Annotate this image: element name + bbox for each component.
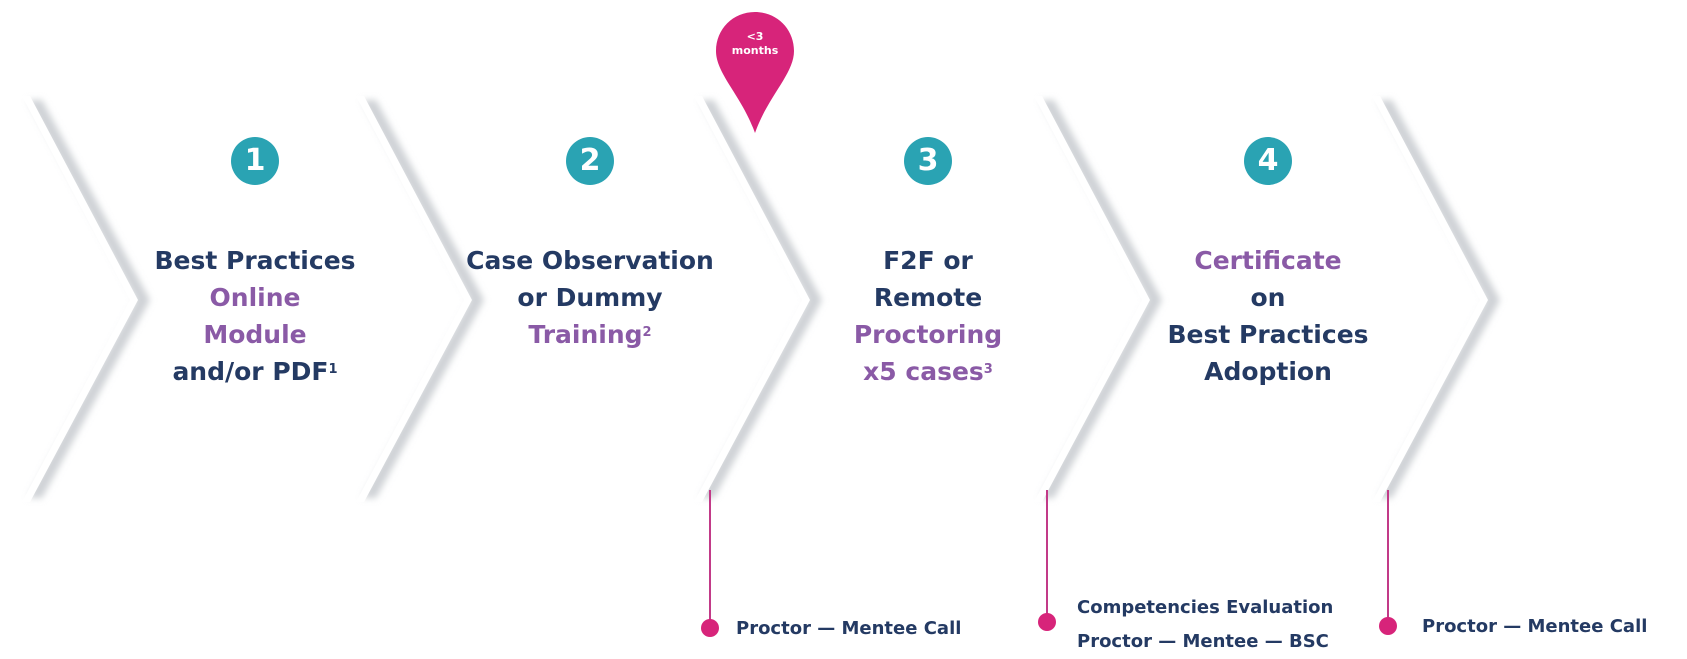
step-3-line-2: Remote	[778, 279, 1078, 316]
step-4-line-3: Best Practices	[1118, 316, 1418, 353]
step-1-line-3: Module	[105, 316, 405, 353]
checkpoint-3-line-1: Proctor — Mentee Call	[1422, 616, 1648, 637]
checkpoint-3-dot	[1379, 617, 1397, 635]
step-2-line-2: or Dummy	[440, 279, 740, 316]
timeframe-marker-line-1: <3	[746, 30, 764, 43]
footnote-marker: 1	[328, 362, 338, 377]
step-text-fragment: Proctoring	[853, 320, 1003, 349]
step-text-fragment: or Dummy	[517, 283, 663, 312]
timeframe-marker-line-2: months	[731, 44, 779, 57]
checkpoint-2-line-2: Proctor — Mentee — BSC	[1077, 631, 1329, 652]
step-text-fragment: F2F or	[883, 246, 973, 275]
step-2-number-badge: 2	[566, 137, 614, 185]
step-text-fragment: Best Practices	[154, 246, 356, 275]
checkpoint-3-connector	[1387, 490, 1389, 626]
step-1-line-2: Online	[105, 279, 405, 316]
timeframe-marker-label: <3 months	[714, 30, 796, 58]
step-text-fragment: and/or PDF	[172, 357, 329, 386]
step-2-line-3: Training2	[440, 316, 740, 353]
step-text-fragment: on	[1250, 283, 1286, 312]
checkpoint-2-dot	[1038, 613, 1056, 631]
footnote-marker: 3	[983, 362, 993, 377]
step-1-line-4: and/or PDF1	[105, 353, 405, 390]
step-4-line-2: on	[1118, 279, 1418, 316]
checkpoint-3-label: Proctor — Mentee Call	[1422, 610, 1647, 644]
step-text-fragment: Certificate	[1194, 246, 1342, 275]
step-text-fragment: Online	[209, 283, 301, 312]
step-text-fragment: Module	[203, 320, 307, 349]
step-1-number-badge: 1	[231, 137, 279, 185]
location-pin-icon	[716, 12, 794, 133]
step-text-fragment: Training	[528, 320, 643, 349]
checkpoint-1-connector	[709, 490, 711, 628]
step-4-line-4: Adoption	[1118, 353, 1418, 390]
checkpoint-2-line-1: Competencies Evaluation	[1077, 597, 1334, 618]
step-3-line-4: x5 cases3	[778, 353, 1078, 390]
checkpoint-1-dot	[701, 619, 719, 637]
checkpoint-1-line-1: Proctor — Mentee Call	[736, 618, 962, 639]
step-text-fragment: x5 cases	[863, 357, 984, 386]
step-3-line-1: F2F or	[778, 242, 1078, 279]
step-text-fragment: Best Practices	[1167, 320, 1369, 349]
step-text-fragment: Case Observation	[466, 246, 714, 275]
checkpoint-2-connector	[1046, 490, 1048, 622]
step-3-line-3: Proctoring	[778, 316, 1078, 353]
step-2-line-1: Case Observation	[440, 242, 740, 279]
checkpoint-1-label: Proctor — Mentee Call	[736, 612, 961, 646]
step-3-number-badge: 3	[904, 137, 952, 185]
step-text-fragment: Adoption	[1204, 357, 1332, 386]
footnote-marker: 2	[642, 325, 652, 340]
step-1-line-1: Best Practices	[105, 242, 405, 279]
step-text-fragment: Remote	[873, 283, 983, 312]
step-4-line-1: Certificate	[1118, 242, 1418, 279]
step-4-number-badge: 4	[1244, 137, 1292, 185]
